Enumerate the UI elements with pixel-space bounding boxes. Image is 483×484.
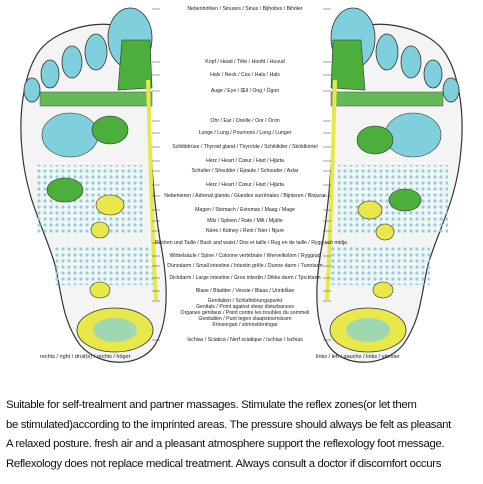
right-toe-3 <box>61 45 83 79</box>
description-line: be stimulated)according to the imprinted… <box>6 418 451 431</box>
right-liver-zone <box>46 177 84 203</box>
zone-label: Blase / Bladder / Vessie / Blaas / Urinb… <box>195 288 295 294</box>
left-head-zone <box>330 39 366 91</box>
leader-lines <box>152 8 331 341</box>
left-toe-2 <box>375 33 399 71</box>
zone-label: Dickdarm / Large intestine / Gros intest… <box>169 275 321 281</box>
left-bladder-zone <box>372 281 394 299</box>
zone-label: Herz / Heart / Cœur / Hart / Hjärta <box>206 158 284 164</box>
left-lung-zone <box>384 112 442 158</box>
right-lung-zone <box>41 112 99 158</box>
zone-label: Hals / Neck / Cou / Hals / Hals <box>210 72 280 78</box>
zone-label: Genitals / Point against sleep disturban… <box>195 304 295 310</box>
zone-label: Ohr / Ear / Oreille / Oor / Öron <box>210 118 280 124</box>
description-text: Suitable for self-trealment and partner … <box>6 396 481 474</box>
zone-label: Könsorgan / sömnstörningar <box>212 322 278 328</box>
left-toe-3 <box>400 45 422 79</box>
zone-label: Herz / Heart / Cœur / Hart / Hjärta <box>206 182 284 188</box>
zone-label: Dünndarm / Small intestine / Intestin gr… <box>167 263 323 269</box>
description-line: Reflexology does not replace medical tre… <box>6 457 442 470</box>
left-intestine-dots <box>330 245 430 285</box>
zone-label: Genitaliën / Punt tegen slaapstoornissen <box>198 316 292 322</box>
zone-label: Schilddrüse / Thyroid gland / Thyroïde /… <box>172 144 318 150</box>
description-line: Suitable for self-trealment and partner … <box>6 399 417 411</box>
right-foot-caption: rechts / right / droit(e) / rechts / hög… <box>40 354 131 360</box>
left-toe-4 <box>423 59 443 89</box>
zone-label: Nebenieren / Adrenal glands / Glandes su… <box>164 193 326 199</box>
right-intestine-dots <box>55 245 155 285</box>
right-foot <box>20 7 167 363</box>
zone-label: Magen / Stomach / Estomac / Maag / Mage <box>195 207 295 213</box>
zone-label: Milz / Spleen / Rate / Milt / Mjälte <box>207 218 283 224</box>
left-spine-line <box>325 79 337 301</box>
left-toe-5 <box>442 77 460 103</box>
right-kidney-zone <box>90 221 110 239</box>
zone-label: Organes génitaux / Point contre les trou… <box>180 310 310 316</box>
left-foot <box>316 7 463 363</box>
right-heel-inner <box>93 318 137 342</box>
right-lung-zone-2 <box>91 115 129 145</box>
description-line: A relaxed posture. fresh air and a pleas… <box>6 438 445 450</box>
zone-label: Nebenhöhlen / Sinuses / Sinus / Bijholte… <box>187 6 303 12</box>
zone-label: Schulter / Shoulder / Épaule / Schouder … <box>191 168 299 174</box>
right-toe-4 <box>40 59 60 89</box>
zone-label: Auge / Eye / Œil / Oog / Ögon <box>210 88 280 94</box>
right-stomach-zone <box>95 194 125 216</box>
left-heart-zone <box>356 125 394 155</box>
left-heel-inner <box>346 318 390 342</box>
left-eye-ear-band <box>330 91 444 107</box>
zone-label: Wirbelsäule / Spine / Colonne vertébrale… <box>169 253 321 259</box>
right-head-zone <box>117 39 153 91</box>
reflexology-foot-chart <box>20 7 463 363</box>
right-midfoot-dots <box>35 165 145 235</box>
zone-label: Kopf / Head / Tête / Hoofd / Huvud <box>205 59 285 65</box>
right-spine-line <box>146 79 158 301</box>
right-eye-ear-band <box>39 91 153 107</box>
right-toe-5 <box>23 77 41 103</box>
left-stomach-zone <box>357 200 383 220</box>
zone-label: Rücken und Taille / Back and waist / Dos… <box>155 240 347 246</box>
zone-label: Ischias / Sciatica / Nerf sciatique / Is… <box>187 337 303 343</box>
left-kidney-zone <box>375 223 395 241</box>
left-foot-caption: links / left / gauche / links / vänster <box>316 354 400 360</box>
right-toe-2 <box>84 33 108 71</box>
zone-label: Genitalien / Schlafstörungspunkt <box>207 298 283 304</box>
zone-label: Niere / Kidney / Rein / Nier / Njure <box>205 228 285 234</box>
right-bladder-zone <box>89 281 111 299</box>
zone-label: Lunge / Lung / Poumons / Long / Lunger <box>198 130 292 136</box>
left-spleen-zone <box>388 188 422 212</box>
